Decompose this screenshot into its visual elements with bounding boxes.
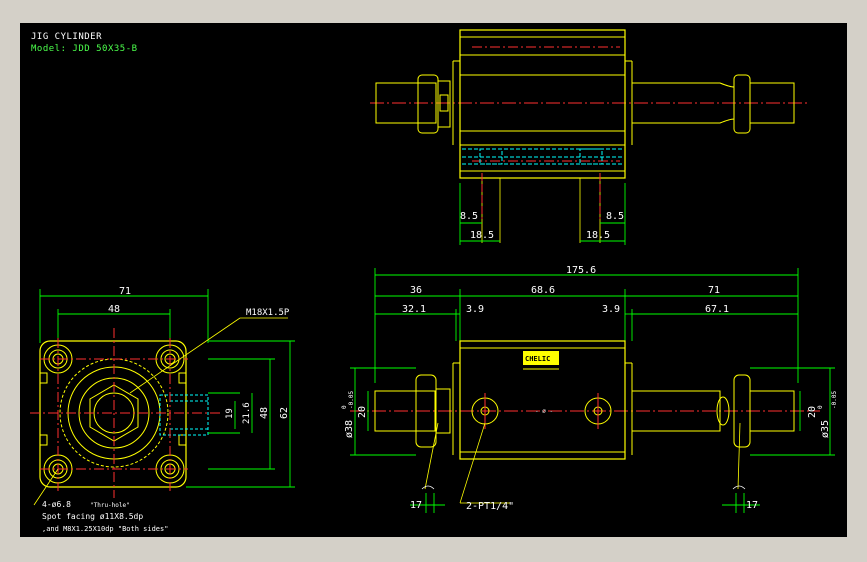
tol-left-lower: -0.05	[348, 391, 355, 409]
dim-body-dia-right: ø35	[820, 420, 831, 438]
dim-wrench-right: 17	[746, 500, 758, 511]
dim-right-gap: 3.9	[602, 304, 620, 315]
dim-end-62: 62	[279, 407, 290, 419]
cad-viewport[interactable]: JIG CYLINDER Model: JDD 50X35-B	[20, 23, 847, 537]
dim-left-inner: 32.1	[402, 304, 426, 315]
dim-top-right-wide: 18.5	[586, 230, 610, 241]
dim-left-gap: 3.9	[466, 304, 484, 315]
brand-plate	[523, 351, 559, 365]
dim-end-48: 48	[259, 407, 270, 419]
tol-right-upper: 0	[817, 405, 824, 409]
dim-right-inner: 67.1	[705, 304, 729, 315]
dim-end-19: 19	[225, 408, 235, 419]
dim-body-dia-left: ø38	[344, 420, 355, 438]
dim-left-rod: 36	[410, 285, 422, 296]
dim-end-top-inner: 48	[108, 304, 120, 315]
dim-rod-dia-left: 20	[357, 406, 368, 418]
dim-top-left-wide: 18.5	[470, 230, 494, 241]
front-view: 175.6 36 68.6 71 32.1 3.9 3.9 67.1 CHELI…	[341, 265, 838, 513]
holes-note-thru: "Thru-hole"	[90, 502, 130, 509]
svg-text:- ∅ -: - ∅ -	[535, 408, 553, 415]
dim-top-left-small: 8.5	[460, 211, 478, 222]
end-view: 71 48	[30, 286, 295, 533]
cad-drawing: 8.5 18.5 8.5 18.5	[30, 29, 838, 533]
dim-wrench-left: 17	[410, 500, 422, 511]
dim-overall: 175.6	[566, 265, 596, 276]
top-view: 8.5 18.5 8.5 18.5	[370, 29, 808, 245]
dim-body: 68.6	[531, 285, 555, 296]
tol-left-upper: 0	[341, 405, 348, 409]
spot-facing-note: Spot facing ø11X8.5dp	[42, 512, 143, 521]
tol-right-lower: -0.05	[831, 391, 838, 409]
dim-end-top-outer: 71	[119, 286, 131, 297]
holes-note: 4-ø6.8	[42, 500, 71, 509]
thread-label: M18X1.5P	[246, 308, 290, 318]
dim-top-right-small: 8.5	[606, 211, 624, 222]
dim-end-21: 21.6	[242, 402, 252, 424]
port-label: 2-PT1/4"	[466, 501, 514, 512]
model-label: Model: JDD 50X35-B	[31, 44, 138, 54]
brand-plate-text: CHELIC	[525, 355, 550, 363]
dim-rod-dia-right: 20	[807, 406, 818, 418]
tap-note: ,and M8X1.25X10dp "Both sides"	[42, 525, 168, 533]
dim-right-rod: 71	[708, 285, 720, 296]
drawing-title: JIG CYLINDER	[31, 32, 103, 42]
